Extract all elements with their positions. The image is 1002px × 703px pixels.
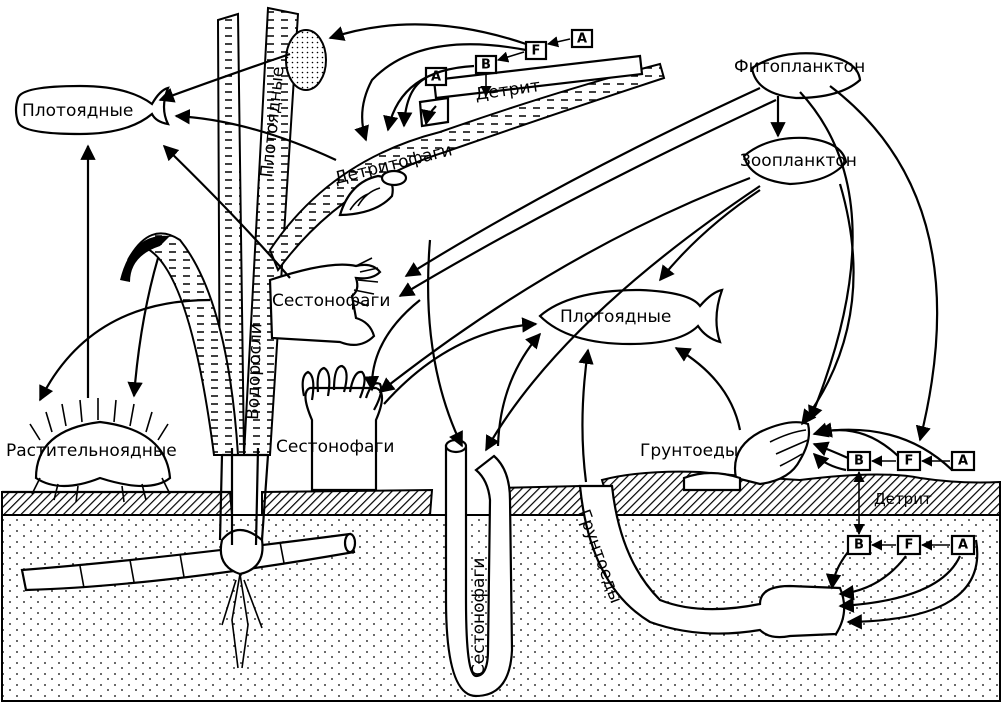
anemone-filter-feeder: [303, 366, 382, 490]
box-label: A: [577, 32, 587, 47]
label-detritus-bottom: Детрит: [874, 490, 932, 508]
box-label: A: [958, 538, 968, 553]
box-label: F: [532, 44, 541, 59]
label-suspension-feeders-anemone: Сестонофаги: [276, 437, 394, 457]
label-carnivores-center: Плотоядные: [560, 307, 671, 327]
box-group-right-lower: B F A: [848, 536, 974, 554]
box-group-right-upper: B F A: [848, 452, 974, 470]
box-label: F: [905, 454, 914, 469]
label-suspension-feeders-tube: Сестонофаги: [469, 558, 489, 676]
label-algae: Водоросли: [243, 323, 266, 420]
box-label: B: [854, 454, 864, 469]
label-suspension-feeders-sponge: Сестонофаги: [272, 291, 390, 311]
label-zooplankton: Зоопланктон: [740, 151, 857, 171]
label-deposit-feeders-snail: Грунтоеды: [640, 441, 738, 461]
box-label: B: [854, 538, 864, 553]
label-phytoplankton: Фитопланктон: [734, 57, 865, 77]
box-label: F: [905, 538, 914, 553]
sponge-blob: [286, 30, 326, 90]
box-label: A: [958, 454, 968, 469]
label-herbivores: Растительноядные: [6, 441, 177, 461]
label-carnivores-top-left: Плотоядные: [22, 101, 133, 121]
box-label: B: [481, 58, 491, 73]
